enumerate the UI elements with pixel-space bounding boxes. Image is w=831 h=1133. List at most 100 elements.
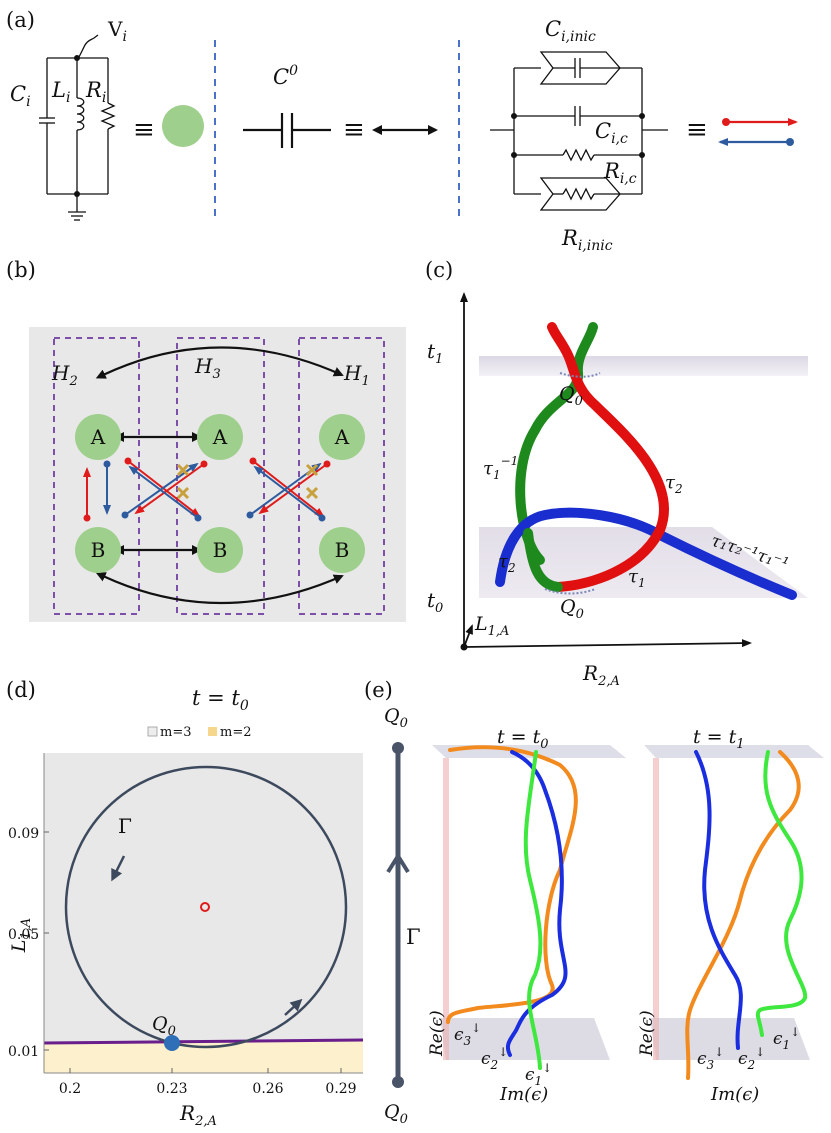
c0-label: C0 (273, 63, 298, 89)
q0-top-marker (559, 372, 601, 378)
ytick-0.09: 0.09 (8, 826, 39, 842)
eps1-right: ϵ1↓ (773, 1025, 800, 1052)
rc-label: Ri,c (603, 159, 637, 187)
e-title-right: t = t1 (693, 726, 745, 752)
ytick-0.05: 0.05 (8, 927, 39, 943)
panel-c: (c) t1 t0 Q0 Q0 τ1−1 τ2 τ2 τ1 τ₁τ₂⁻¹τ₁⁻¹… (425, 258, 808, 689)
eps3-right: ϵ3↓ (697, 1045, 724, 1072)
d-title: t = t0 (192, 686, 249, 714)
coupling-circuit (490, 51, 668, 211)
panel-a: (a) Ci Li Ri Vi ≡ (6, 8, 798, 254)
legend-swatch-m2 (208, 727, 217, 736)
node-a-2: A (212, 425, 228, 449)
h1-label: H1 (343, 361, 370, 389)
node-b-3: B (335, 538, 350, 562)
li-label: Li (51, 78, 70, 106)
legend-m3: m=3 (160, 725, 192, 740)
panel-b: (b) (6, 258, 406, 622)
vi-node-dot (74, 55, 80, 61)
spectrum-box-t1 (644, 745, 824, 1080)
panel-d: (d) t = t0 m=3 m=2 Γ Q0 0.09 0.05 0.01 0… (6, 678, 364, 1129)
panel-label-c: (c) (425, 258, 453, 282)
ytick-0.01: 0.01 (8, 1044, 39, 1060)
eps3-left: ϵ3↓ (454, 1021, 481, 1048)
ci-label: Ci (10, 82, 31, 110)
equiv-sign-3: ≡ (686, 115, 708, 145)
eps1-left: ϵ1↓ (525, 1061, 552, 1088)
xtick-0.26: 0.26 (252, 1081, 283, 1097)
suppressed-coupling-cross-icons (176, 463, 319, 500)
origin-dot (460, 643, 468, 651)
re-label-right: Re(ϵ) (637, 1010, 657, 1057)
gamma-loop (64, 765, 348, 1049)
top-long-coupling (95, 346, 344, 379)
loop-center-point (200, 902, 210, 912)
node-b-2: B (213, 538, 228, 562)
legend-m2: m=2 (220, 725, 252, 740)
node-a-1: A (90, 425, 106, 449)
im-label-left: Im(ϵ) (499, 1084, 548, 1105)
r2a-axis (463, 639, 752, 648)
rinic-label: Ri,inic (561, 226, 613, 254)
legend-swatch-m3 (147, 726, 158, 737)
xtick-0.29: 0.29 (325, 1081, 356, 1097)
gamma-path-arrow (386, 852, 410, 874)
t0-label: t0 (427, 588, 443, 616)
gamma-label: Γ (118, 814, 132, 838)
region-m3 (44, 753, 363, 1073)
equiv-sign-1: ≡ (133, 115, 155, 145)
unit-cell-box-3 (298, 337, 385, 615)
eps2-left: ϵ2↓ (481, 1045, 508, 1072)
panel-e: (e) Q0 Q0 Γ t = t0 Re(ϵ) Im(ϵ) ϵ3↓ ϵ2↓ ϵ… (364, 678, 824, 1127)
q0-top-label: Q0 (559, 383, 583, 409)
node-circle (162, 105, 204, 147)
d-ylabel: L1,A (8, 918, 34, 953)
bottom-long-coupling (95, 572, 344, 605)
spectrum-box-t0 (432, 745, 626, 1070)
unit-cell-box-2 (176, 337, 265, 615)
rlc-circuit (39, 34, 116, 221)
region-m2 (44, 1040, 363, 1073)
red-arrow-dot (722, 118, 730, 126)
node-b-1: B (91, 538, 106, 562)
q0-dot (164, 1035, 180, 1051)
c-xlabel: R2,A (582, 661, 620, 689)
junction-dot-1 (511, 113, 517, 119)
junction-dot-3 (639, 113, 645, 119)
blue-arrow-dot (786, 138, 794, 146)
junction-dot-4 (639, 152, 645, 158)
h3-label: H3 (194, 354, 221, 382)
h2-label: H2 (51, 361, 78, 389)
tau1-label: τ1 (628, 566, 646, 590)
plane-t1 (479, 356, 808, 376)
tau1inv-label: τ1−1 (483, 454, 518, 482)
tau2-left-label: τ2 (498, 551, 516, 575)
ground-node-dot (74, 191, 80, 197)
braid-strands (495, 322, 797, 600)
node-a-3: A (334, 425, 350, 449)
xtick-0.2: 0.2 (59, 1081, 81, 1097)
e-gamma-label: Γ (406, 925, 421, 949)
vi-label: Vi (107, 17, 127, 45)
unit-cell-box-1 (53, 337, 140, 615)
loop-arrow-lower (284, 998, 303, 1016)
e-title-left: t = t0 (497, 726, 549, 752)
panel-label-e: (e) (364, 678, 393, 702)
tau2-right-label: τ2 (665, 472, 683, 496)
equiv-sign-2: ≡ (343, 115, 365, 145)
d-ticks (44, 831, 342, 1073)
ri-label: Ri (85, 78, 106, 106)
phase-boundary (43, 1038, 364, 1045)
q0-bottom-dot (392, 1076, 404, 1088)
e-q0-top: Q0 (384, 705, 408, 731)
re-label-left: Re(ϵ) (427, 1010, 447, 1057)
q0-label: Q0 (152, 1013, 176, 1039)
cinic-label: Ci,inic (545, 17, 596, 45)
t1-label: t1 (427, 339, 443, 367)
q0-top-dot (392, 742, 404, 754)
xtick-0.23: 0.23 (156, 1081, 187, 1097)
e-q0-bottom: Q0 (384, 1101, 408, 1127)
plane-t0 (479, 527, 808, 598)
l1a-axis (463, 624, 473, 648)
c-ylabel: L1,A (474, 613, 509, 639)
